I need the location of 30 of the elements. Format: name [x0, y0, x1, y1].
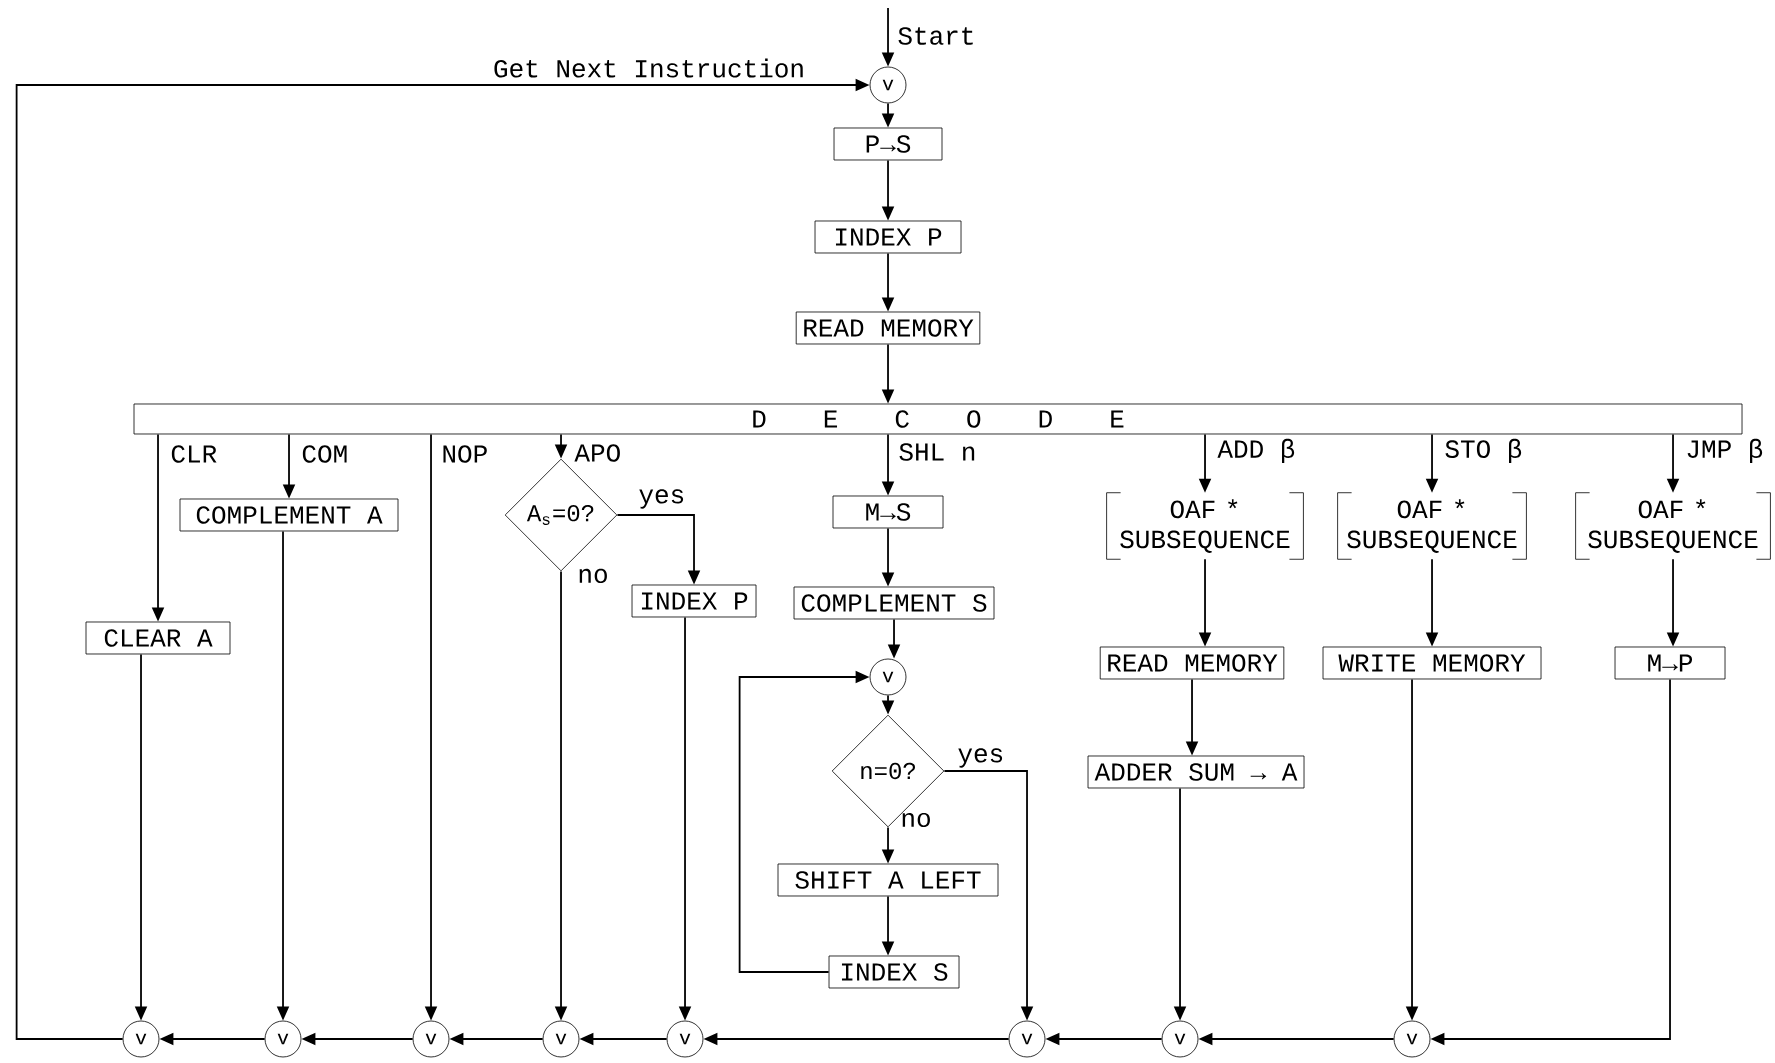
edge-label: COM — [302, 445, 347, 463]
edge-label: CLR — [171, 445, 217, 463]
process-box: INDEX P — [631, 584, 757, 618]
bracket-box: OAF * SUBSEQUENCE — [1337, 492, 1527, 560]
bracket-box: OAF * SUBSEQUENCE — [1106, 492, 1304, 560]
process-box: READ MEMORY — [1099, 646, 1285, 680]
process-box: INDEX S — [828, 955, 960, 989]
process-box: WRITE MEMORY — [1322, 646, 1542, 680]
edge-label: Start — [898, 27, 973, 45]
process-box: ADDER SUM → A — [1087, 755, 1305, 789]
process-box: COMPLEMENT S — [793, 586, 995, 620]
process-box: READ MEMORY — [795, 311, 981, 345]
edge-label: ADD β — [1217, 438, 1295, 464]
process-box: M→S — [832, 495, 944, 529]
process-box: SHIFT A LEFT — [777, 863, 999, 897]
bracket-box: OAF * SUBSEQUENCE — [1575, 492, 1771, 560]
edge-label: yes — [639, 489, 684, 509]
decode-bar: D E C O D E — [133, 403, 1743, 435]
edge-label: NOP — [443, 445, 487, 463]
process-box: P→S — [833, 127, 943, 161]
edge-label: no — [902, 812, 930, 828]
process-box: INDEX P — [814, 220, 962, 254]
process-box: COMPLEMENT A — [179, 498, 399, 532]
edge-label: Get Next Instruction — [494, 58, 803, 78]
process-box: M→P — [1614, 646, 1726, 680]
process-box: CLEAR A — [85, 621, 231, 655]
edge-label: JMP β — [1687, 438, 1763, 464]
edge-label: SHL n — [899, 443, 975, 461]
edge-label: yes — [958, 748, 1003, 768]
edge-label: STO β — [1445, 438, 1522, 464]
